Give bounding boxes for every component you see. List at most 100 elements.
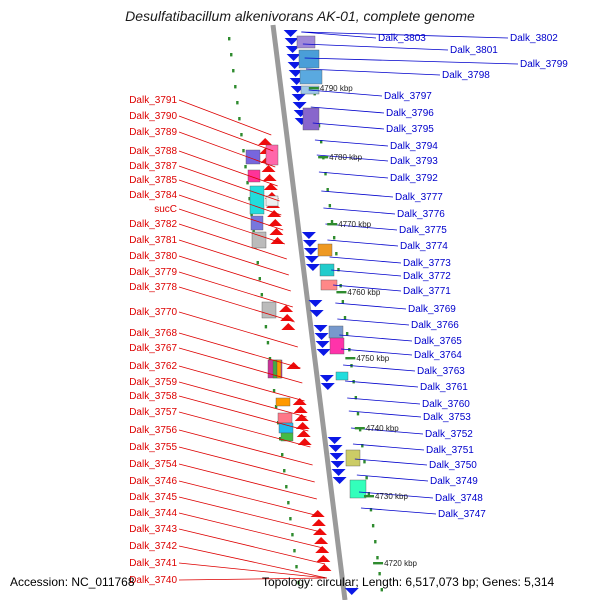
- leader-line: [314, 139, 389, 147]
- gene-label-left[interactable]: Dalk_3746: [129, 476, 177, 487]
- gene-label-left[interactable]: Dalk_3743: [129, 524, 177, 535]
- gene-label-left[interactable]: Dalk_3787: [129, 161, 177, 172]
- gene-label-left[interactable]: Dalk_3757: [129, 407, 177, 418]
- gene-arrow-reverse: [329, 453, 344, 460]
- gene-arrow-reverse: [283, 30, 298, 37]
- gene-label-left[interactable]: Dalk_3762: [129, 361, 177, 372]
- gene-label-left[interactable]: Dalk_3770: [129, 307, 177, 318]
- gene-label-left[interactable]: Dalk_3741: [129, 558, 177, 569]
- gene-label-left[interactable]: Dalk_3755: [129, 442, 177, 453]
- gene-arrow-forward: [311, 519, 326, 526]
- gene-label-right[interactable]: Dalk_3797: [384, 91, 432, 102]
- leader-line: [343, 364, 416, 372]
- scale-tick: [373, 562, 384, 565]
- gene-label-right[interactable]: Dalk_3794: [390, 141, 438, 152]
- gene-label-right[interactable]: Dalk_3775: [399, 225, 447, 236]
- gene-label-right[interactable]: Dalk_3796: [386, 108, 434, 119]
- gene-label-left[interactable]: Dalk_3740: [129, 575, 177, 586]
- gene-label-right[interactable]: Dalk_3777: [395, 192, 443, 203]
- gene-label-left[interactable]: Dalk_3768: [129, 328, 177, 339]
- gene-label-left[interactable]: sucC: [154, 204, 177, 215]
- gene-label-left[interactable]: Dalk_3745: [129, 492, 177, 503]
- gene-label-right[interactable]: Dalk_3750: [429, 460, 477, 471]
- guide-dot: [228, 37, 231, 41]
- gene-labels[interactable]: Dalk_3791Dalk_3790Dalk_3789Dalk_3788Dalk…: [129, 33, 568, 586]
- gene-label-right[interactable]: Dalk_3766: [411, 320, 459, 331]
- gene-block: [265, 144, 279, 166]
- leader-line: [301, 31, 509, 39]
- gene-arrow-reverse: [291, 94, 306, 101]
- gene-label-left[interactable]: Dalk_3767: [129, 343, 177, 354]
- gene-arrow-forward: [280, 314, 295, 321]
- gene-label-right[interactable]: Dalk_3795: [386, 124, 434, 135]
- leader-line: [178, 194, 284, 231]
- gene-label-right[interactable]: Dalk_3764: [414, 350, 462, 361]
- gene-label-right[interactable]: Dalk_3793: [390, 156, 438, 167]
- gene-label-right[interactable]: Dalk_3792: [390, 173, 438, 184]
- gene-label-right[interactable]: Dalk_3761: [420, 382, 468, 393]
- gene-label-left[interactable]: Dalk_3778: [129, 282, 177, 293]
- gene-label-right[interactable]: Dalk_3801: [450, 45, 498, 56]
- gene-label-right[interactable]: Dalk_3803: [378, 33, 426, 44]
- gene-label-right[interactable]: Dalk_3774: [400, 241, 448, 252]
- gene-label-right[interactable]: Dalk_3751: [426, 445, 474, 456]
- gene-label-right[interactable]: Dalk_3752: [425, 429, 473, 440]
- leader-line: [348, 410, 422, 418]
- gene-label-left[interactable]: Dalk_3791: [129, 95, 177, 106]
- guide-dot: [236, 101, 239, 105]
- leader-line: [354, 458, 428, 466]
- gene-label-right[interactable]: Dalk_3769: [408, 304, 456, 315]
- gene-label-left[interactable]: Dalk_3758: [129, 391, 177, 402]
- leader-line: [325, 223, 398, 231]
- gene-label-right[interactable]: Dalk_3749: [430, 476, 478, 487]
- leader-line: [308, 89, 383, 97]
- leader-line: [178, 528, 326, 565]
- gene-label-right[interactable]: Dalk_3776: [397, 209, 445, 220]
- gene-label-left[interactable]: Dalk_3779: [129, 267, 177, 278]
- gene-label-left[interactable]: Dalk_3780: [129, 251, 177, 262]
- gene-label-left[interactable]: Dalk_3756: [129, 425, 177, 436]
- gene-label-right[interactable]: Dalk_3773: [403, 258, 451, 269]
- gene-label-left[interactable]: Dalk_3754: [129, 459, 177, 470]
- gene-label-right[interactable]: Dalk_3763: [417, 366, 465, 377]
- guide-dot: [343, 316, 347, 320]
- gene-label-right[interactable]: Dalk_3802: [510, 33, 558, 44]
- leader-line: [178, 223, 287, 260]
- gene-arrow-reverse: [332, 477, 347, 484]
- gene-label-right[interactable]: Dalk_3799: [520, 59, 568, 70]
- guide-dot: [380, 588, 383, 592]
- leader-line: [345, 380, 419, 388]
- guide-dot: [285, 485, 288, 489]
- label-leaders: [178, 31, 519, 581]
- gene-label-right[interactable]: Dalk_3753: [423, 412, 471, 423]
- gene-label-right[interactable]: Dalk_3765: [414, 336, 462, 347]
- gene-label-right[interactable]: Dalk_3771: [403, 286, 451, 297]
- scale-tick: [318, 156, 329, 159]
- gene-label-left[interactable]: Dalk_3744: [129, 508, 177, 519]
- gene-label-left[interactable]: Dalk_3788: [129, 146, 177, 157]
- guide-dot: [324, 172, 327, 176]
- gene-label-left[interactable]: Dalk_3742: [129, 541, 177, 552]
- gene-label-right[interactable]: Dalk_3772: [403, 271, 451, 282]
- gene-label-left[interactable]: Dalk_3782: [129, 219, 177, 230]
- gene-label-left[interactable]: Dalk_3781: [129, 235, 177, 246]
- leader-line: [327, 239, 399, 247]
- gene-label-left[interactable]: Dalk_3759: [129, 377, 177, 388]
- gene-label-left[interactable]: Dalk_3784: [129, 190, 177, 201]
- gene-block: [302, 107, 320, 131]
- gene-arrow-reverse: [328, 445, 343, 452]
- gene-label-left[interactable]: Dalk_3790: [129, 111, 177, 122]
- page-title: Desulfatibacillum alkenivorans AK-01, co…: [125, 8, 475, 24]
- gene-label-right[interactable]: Dalk_3760: [422, 399, 470, 410]
- gene-label-right[interactable]: Dalk_3798: [442, 70, 490, 81]
- gene-arrow-forward: [310, 510, 325, 517]
- gene-label-left[interactable]: Dalk_3785: [129, 175, 177, 186]
- gene-arrow-forward: [267, 210, 282, 217]
- gene-label-left[interactable]: Dalk_3789: [129, 127, 177, 138]
- leader-line: [178, 179, 282, 216]
- gene-arrow-forward: [268, 219, 283, 226]
- leader-line: [178, 365, 305, 402]
- gene-label-right[interactable]: Dalk_3747: [438, 509, 486, 520]
- gene-label-right[interactable]: Dalk_3748: [435, 493, 483, 504]
